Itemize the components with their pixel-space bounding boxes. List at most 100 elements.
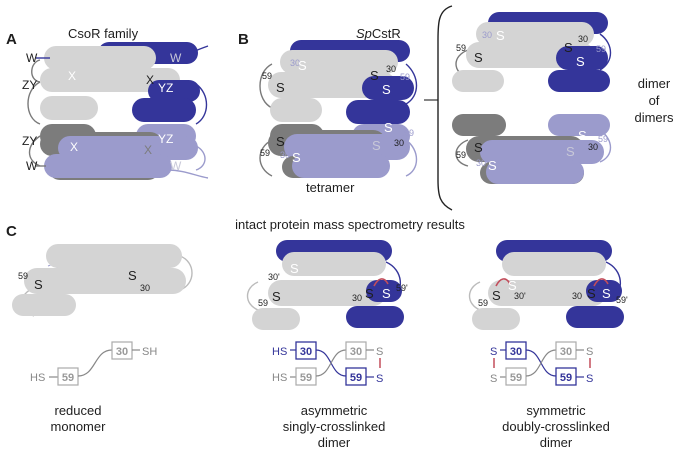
caption: symmetric — [526, 403, 586, 418]
residue-label: 30' — [514, 291, 526, 301]
residue-box-label: 30 — [510, 346, 522, 358]
residue-s: S — [372, 138, 381, 153]
residue-label: 59 — [598, 134, 608, 144]
residue-s: S — [382, 286, 391, 301]
helix-light-blue — [292, 154, 390, 178]
backbone — [315, 349, 347, 377]
helix-label: X — [70, 140, 78, 154]
caption: reduced — [55, 403, 102, 418]
dimer-of-dimers-label: dimers — [634, 110, 674, 125]
helix-light-gray — [252, 308, 300, 330]
helix-light-blue — [480, 140, 604, 164]
residue-box-label: 59 — [350, 372, 362, 384]
residue-s: S — [496, 28, 505, 43]
residue-s: S — [474, 50, 483, 65]
loop — [259, 63, 273, 109]
s-label: S — [586, 346, 593, 358]
residue-label: 30 — [140, 283, 150, 293]
residue-box-label: 30 — [560, 346, 572, 358]
residue-s: S — [370, 68, 379, 83]
residue-label: 59' — [616, 295, 628, 305]
panel-c: C intact protein mass spectrometry resul… — [6, 217, 628, 450]
residue-s: S — [488, 158, 497, 173]
residue-box-label: 59 — [62, 372, 74, 384]
residue-label: 30 — [386, 64, 396, 74]
disulfide-link — [593, 278, 609, 287]
panel-b-letter: B — [238, 31, 249, 48]
caption: doubly-crosslinked — [502, 419, 610, 434]
helix-light-gray — [270, 98, 322, 122]
reduced-monomer: 59 S S 30 HS 59 30 SH reduced monomer — [12, 244, 193, 434]
residue-box-label: 59 — [510, 372, 522, 384]
residue-s: S — [576, 54, 585, 69]
helix-dark-blue — [556, 46, 608, 70]
doubly-crosslinked-dimer: 59 S S 30' S S 30 59' S 30 S 59 30 S — [468, 240, 628, 450]
residue-label: 59 — [478, 298, 488, 308]
helix-light-gray — [488, 280, 606, 306]
tail — [167, 169, 209, 179]
helix-light-gray — [502, 252, 606, 276]
loop — [28, 135, 41, 167]
disulfide-link — [373, 278, 389, 287]
caption: singly-crosslinked — [283, 419, 386, 434]
s-label: S — [490, 346, 497, 358]
helix-label: YZ — [158, 81, 173, 95]
panel-a-letter: A — [6, 31, 17, 48]
loop — [599, 33, 612, 71]
caption: monomer — [51, 419, 107, 434]
loop — [31, 59, 41, 83]
residue-label: 59 — [262, 71, 272, 81]
helix-label: W — [170, 159, 182, 173]
s-label: S — [376, 346, 383, 358]
panel-b: B SpCstR 59 30 30 59 S S S — [238, 5, 674, 211]
helix-label: W — [26, 159, 38, 173]
panel-a-title: CsoR family — [68, 26, 139, 41]
hs-label: HS — [30, 372, 45, 384]
residue-s: S — [564, 40, 573, 55]
residue-label: 59 — [260, 148, 270, 158]
residue-label: 30' — [268, 272, 280, 282]
hs-label: HS — [272, 346, 287, 358]
helix-label: ZY — [22, 134, 37, 148]
sh-label: SH — [142, 346, 157, 358]
residue-label: 59 — [596, 44, 606, 54]
panel-b-title: SpCstR — [356, 26, 401, 41]
helix-dark-blue — [548, 70, 610, 92]
panel-c-title: intact protein mass spectrometry results — [235, 217, 465, 232]
residue-label: 30 — [482, 30, 492, 40]
helix-dark-blue — [132, 98, 196, 122]
residue-s: S — [276, 80, 285, 95]
residue-s: S — [382, 82, 391, 97]
helix-light-blue — [486, 160, 584, 184]
helix-label: X — [146, 73, 154, 87]
s-label: S — [586, 373, 593, 385]
helix-dark-blue — [148, 80, 200, 102]
helix-light-gray — [40, 68, 180, 92]
helix-label: YZ — [158, 132, 173, 146]
residue-label: 59' — [396, 283, 408, 293]
disulfide-link — [495, 278, 511, 287]
caption: asymmetric — [301, 403, 368, 418]
residue-label: 30 — [394, 138, 404, 148]
s-label: S — [376, 373, 383, 385]
helix-light-gray — [268, 280, 386, 306]
residue-label: 59 — [404, 128, 414, 138]
residue-s: S — [474, 140, 483, 155]
dimer-of-dimers: 59 30 30 59 S S S S 59 30 30 59 S S S S — [452, 12, 612, 184]
residue-s: S — [298, 58, 307, 73]
residue-s: S — [290, 261, 299, 276]
residue-box-label: 59 — [560, 372, 572, 384]
helix-light-gray — [44, 46, 156, 70]
helix-label: X — [68, 69, 76, 83]
residue-s: S — [578, 128, 587, 143]
helix-label: W — [170, 51, 182, 65]
helix-light-blue — [548, 114, 610, 136]
helix-light-blue — [44, 154, 172, 178]
helix-dark-blue — [346, 100, 410, 124]
residue-label: 30 — [476, 158, 486, 168]
loop — [246, 281, 259, 311]
bracket-left — [437, 5, 453, 211]
residue-label: 59 — [400, 72, 410, 82]
helix-light-gray — [476, 22, 594, 46]
